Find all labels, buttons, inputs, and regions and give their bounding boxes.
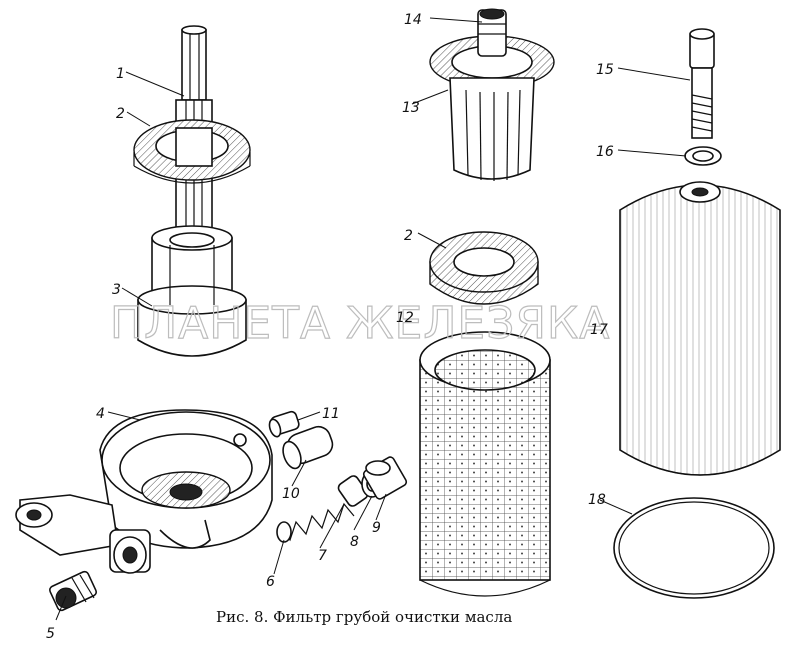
seal-ring-part-18 xyxy=(613,497,775,599)
housing-part-3 xyxy=(137,225,247,357)
plug-part-9 xyxy=(362,456,408,500)
callout-17: 17 xyxy=(590,322,608,338)
callout-11: 11 xyxy=(322,406,340,422)
callout-5: 5 xyxy=(46,626,55,642)
spring-part-6 xyxy=(276,502,355,543)
callout-7: 7 xyxy=(318,548,327,564)
callout-12: 12 xyxy=(396,310,414,326)
cover-part-13 xyxy=(429,35,555,181)
gasket-ring-part-2-middle xyxy=(429,231,539,305)
cylinder-part-10 xyxy=(282,425,334,470)
gasket-ring-part-2-left xyxy=(133,119,251,184)
filter-head-part-4 xyxy=(15,409,273,574)
callout-6: 6 xyxy=(266,574,275,590)
figure-caption: Рис. 8. Фильтр грубой очистки масла xyxy=(216,608,512,626)
callout-10: 10 xyxy=(282,486,300,502)
callout-13: 13 xyxy=(402,100,420,116)
callout-14: 14 xyxy=(404,12,422,28)
watermark-text: ПЛАНЕТА ЖЕЛЕЗЯКА xyxy=(110,298,610,349)
filter-housing-part-17 xyxy=(619,181,781,476)
callout-4: 4 xyxy=(96,406,105,422)
nut-part-14 xyxy=(477,8,507,57)
leader-lines xyxy=(55,17,691,621)
cap-part-11 xyxy=(268,410,300,438)
callout-2-middle: 2 xyxy=(404,228,413,244)
callout-15: 15 xyxy=(596,62,614,78)
callout-18: 18 xyxy=(588,492,606,508)
callout-16: 16 xyxy=(596,144,614,160)
callout-1: 1 xyxy=(116,66,125,82)
bolt-part-15 xyxy=(689,28,715,139)
filter-element-part-12 xyxy=(419,331,551,597)
callout-3: 3 xyxy=(112,282,121,298)
callout-8: 8 xyxy=(350,534,359,550)
callout-9: 9 xyxy=(372,520,381,536)
plug-part-5 xyxy=(48,570,98,612)
washer-part-16 xyxy=(684,146,722,166)
callout-2-left: 2 xyxy=(116,106,125,122)
